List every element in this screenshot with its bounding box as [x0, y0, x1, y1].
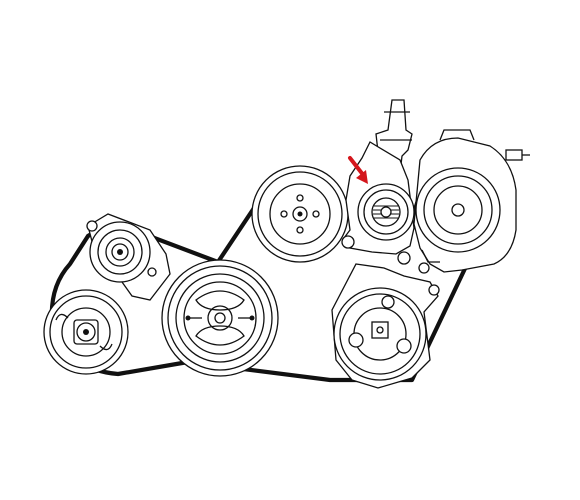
idler-pulley-lower-left [43, 289, 129, 375]
crankshaft-pulley [161, 259, 279, 377]
highlight-arrow-icon [348, 156, 368, 184]
water-pump-pulley [251, 165, 349, 263]
idler-pulley-upper-left [86, 213, 171, 301]
ac-compressor [331, 263, 440, 389]
tensioner-pulley [357, 183, 415, 241]
alternator [397, 129, 530, 274]
